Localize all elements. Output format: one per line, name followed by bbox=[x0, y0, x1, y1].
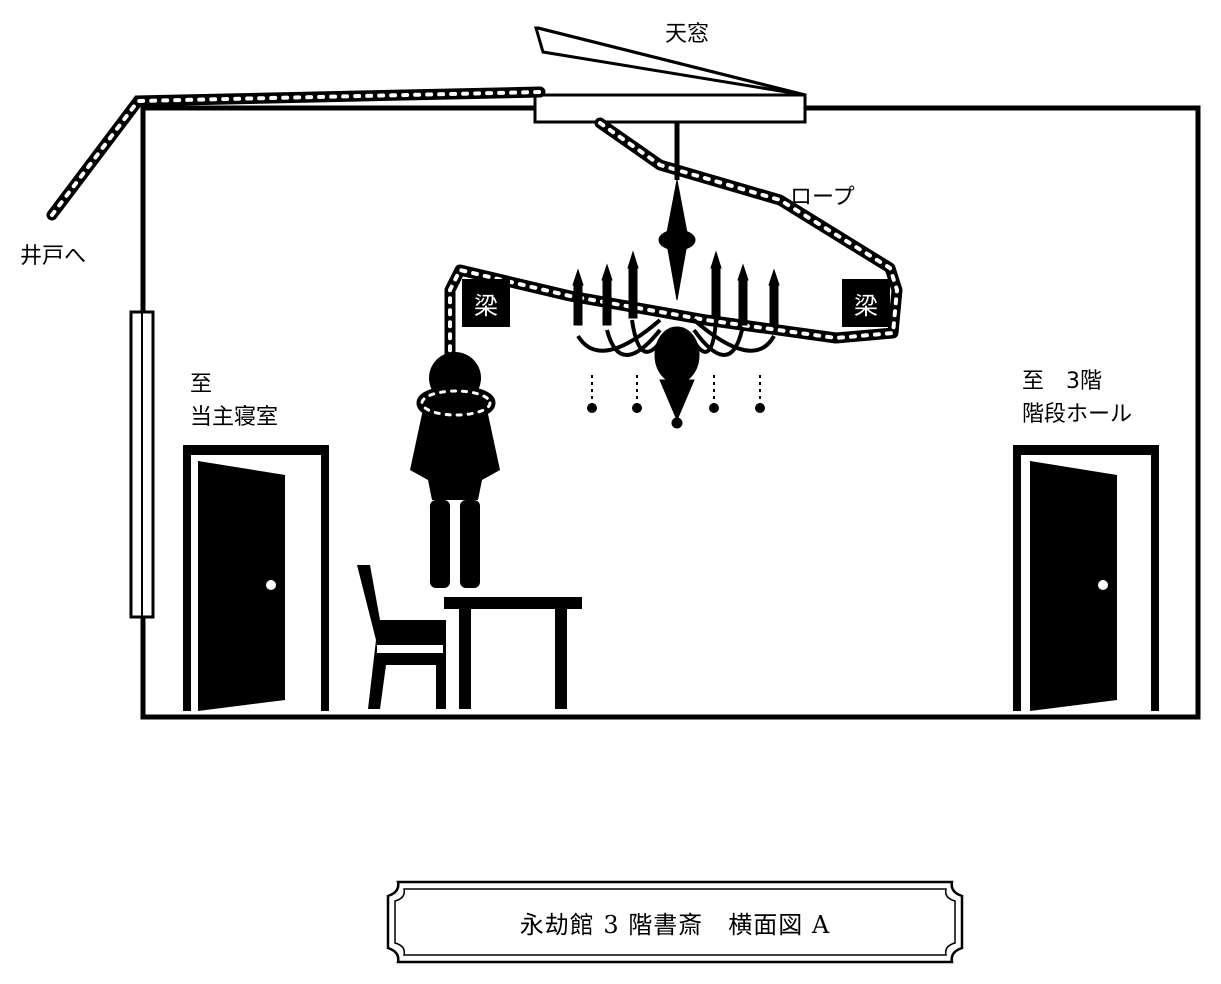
rope-label: ロープ bbox=[790, 185, 855, 210]
skylight bbox=[533, 26, 807, 124]
caption: 永劫館 3 階書斎 横面図 A bbox=[519, 910, 831, 939]
beam-right: 梁 bbox=[842, 279, 890, 327]
rope-outside bbox=[46, 86, 546, 221]
table bbox=[444, 597, 582, 709]
beam-left: 梁 bbox=[462, 279, 510, 327]
chandelier bbox=[572, 123, 780, 429]
chair bbox=[357, 565, 446, 709]
caption-frame bbox=[386, 880, 964, 964]
door-left bbox=[183, 445, 329, 711]
left-door-label-line1: 至 bbox=[190, 372, 213, 397]
rope-inside bbox=[444, 117, 903, 360]
door-right bbox=[1013, 445, 1159, 711]
to-well-label: 井戸へ bbox=[20, 244, 87, 269]
right-door-label-line2: 階段ホール bbox=[1022, 402, 1133, 427]
noose bbox=[416, 385, 496, 421]
skylight-label: 天窓 bbox=[665, 22, 710, 47]
left-door-label-line2: 当主寝室 bbox=[190, 405, 279, 430]
right-door-label-line1: 至 3階 bbox=[1022, 369, 1102, 394]
